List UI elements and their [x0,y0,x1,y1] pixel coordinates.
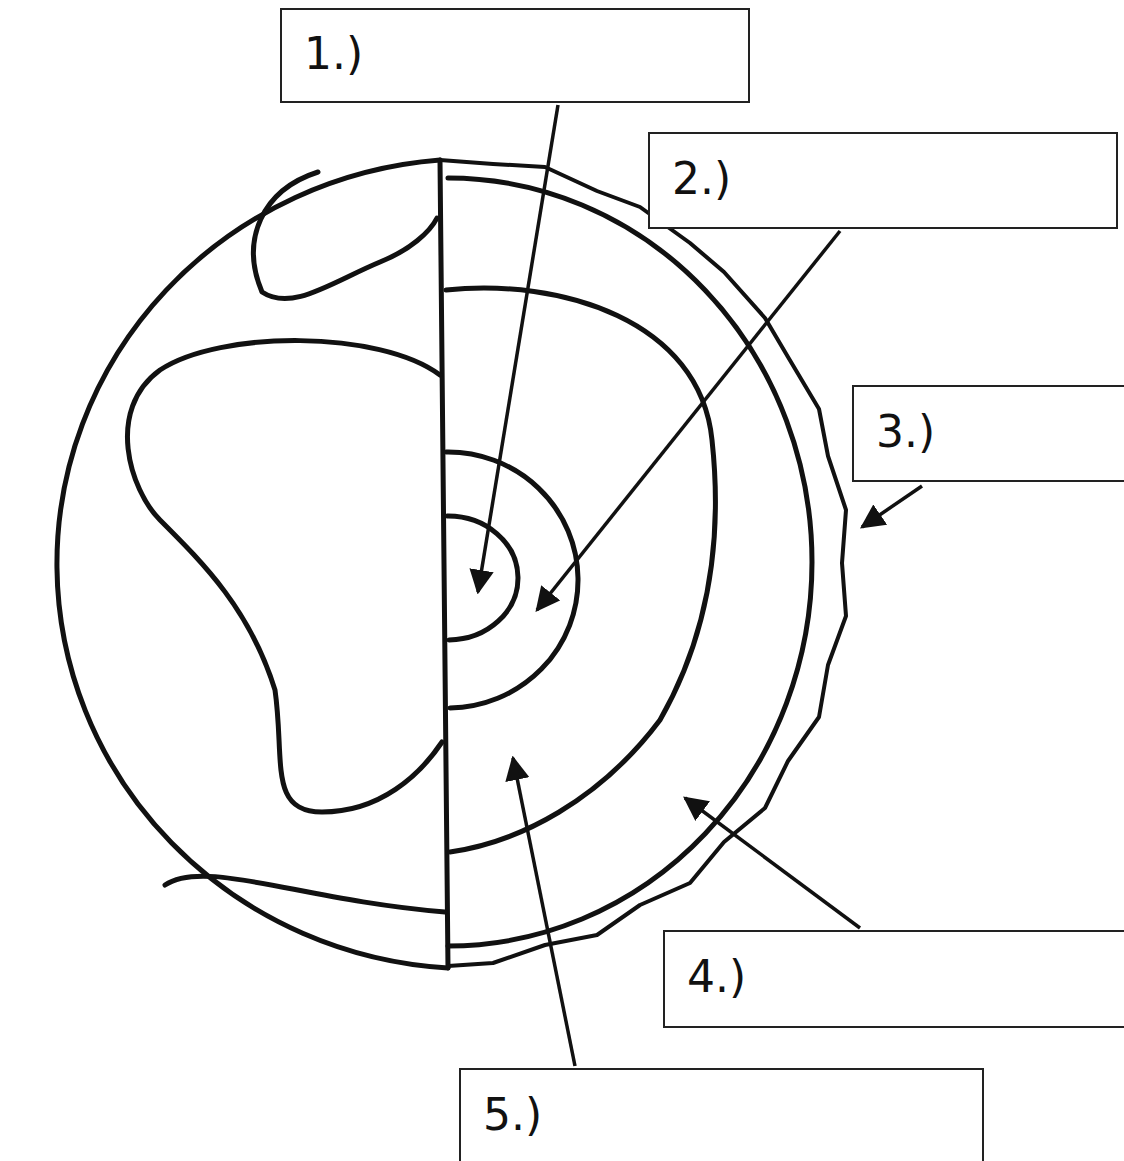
leader-line [478,105,558,592]
leader-line [537,231,840,610]
outer-core [446,452,578,708]
callout-number: 5.) [483,1093,542,1137]
callout-number: 3.) [876,410,935,454]
cut-line [440,160,448,968]
leader-line [862,486,922,527]
label-box: 1.) [280,8,750,103]
continent [254,172,437,299]
label-box: 2.) [648,132,1118,229]
globe-outline [57,160,448,968]
leader-line [513,758,575,1066]
leader-line [685,798,860,928]
callout-number: 2.) [672,157,731,201]
crust-boundary [448,178,812,946]
crust-surface [440,160,846,966]
continent [127,341,442,812]
callout-number: 1.) [304,32,363,76]
callout-number: 4.) [687,955,746,999]
continent [165,876,445,912]
label-box: 5.) [459,1068,984,1161]
label-box: 4.) [663,930,1124,1028]
inner-core [447,516,518,640]
mantle-boundary [446,288,715,852]
label-box: 3.) [852,385,1124,482]
